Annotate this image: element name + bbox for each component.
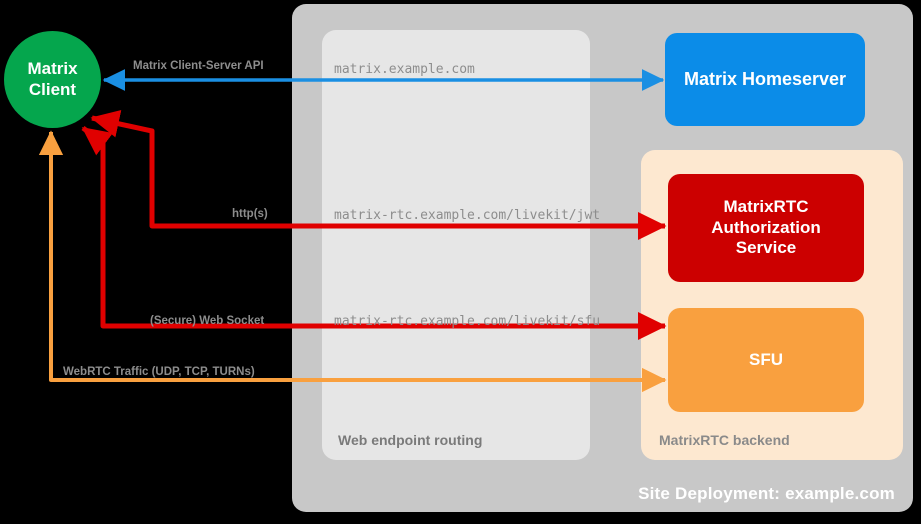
edge-label-cs-api: Matrix Client-Server API (133, 60, 264, 72)
node-auth-line1: MatrixRTC (723, 196, 809, 216)
node-matrix-homeserver[interactable]: Matrix Homeserver (665, 33, 865, 126)
node-sfu-label: SFU (749, 349, 783, 369)
node-matrix-client-line2: Client (28, 79, 77, 99)
edge-label-livekit-sfu: (Secure) Web Socket (150, 315, 265, 327)
endpoint-url-matrix: matrix.example.com (334, 62, 475, 77)
node-sfu[interactable]: SFU (668, 308, 864, 412)
node-matrixrtc-authorization-service[interactable]: MatrixRTC Authorization Service (668, 174, 864, 282)
node-matrix-client-line1: Matrix (27, 59, 78, 79)
edge-label-webrtc: WebRTC Traffic (UDP, TCP, TURNs) (63, 366, 255, 378)
web-endpoint-routing-zone: Web endpoint routing (322, 30, 590, 460)
site-deployment-label: Site Deployment: example.com (638, 484, 895, 503)
node-auth-line3: Service (735, 238, 797, 258)
node-auth-line2: Authorization (711, 217, 821, 237)
node-matrix-homeserver-label: Matrix Homeserver (683, 68, 847, 89)
endpoint-url-livekit-sfu: matrix-rtc.example.com/livekit/sfu (334, 314, 601, 329)
endpoint-url-livekit-jwt: matrix-rtc.example.com/livekit/jwt (334, 208, 601, 223)
node-matrix-client[interactable]: Matrix Client (4, 31, 101, 128)
matrixrtc-backend-label: MatrixRTC backend (659, 432, 790, 448)
edge-label-livekit-jwt: http(s) (232, 208, 268, 220)
web-endpoint-routing-label: Web endpoint routing (338, 432, 483, 448)
